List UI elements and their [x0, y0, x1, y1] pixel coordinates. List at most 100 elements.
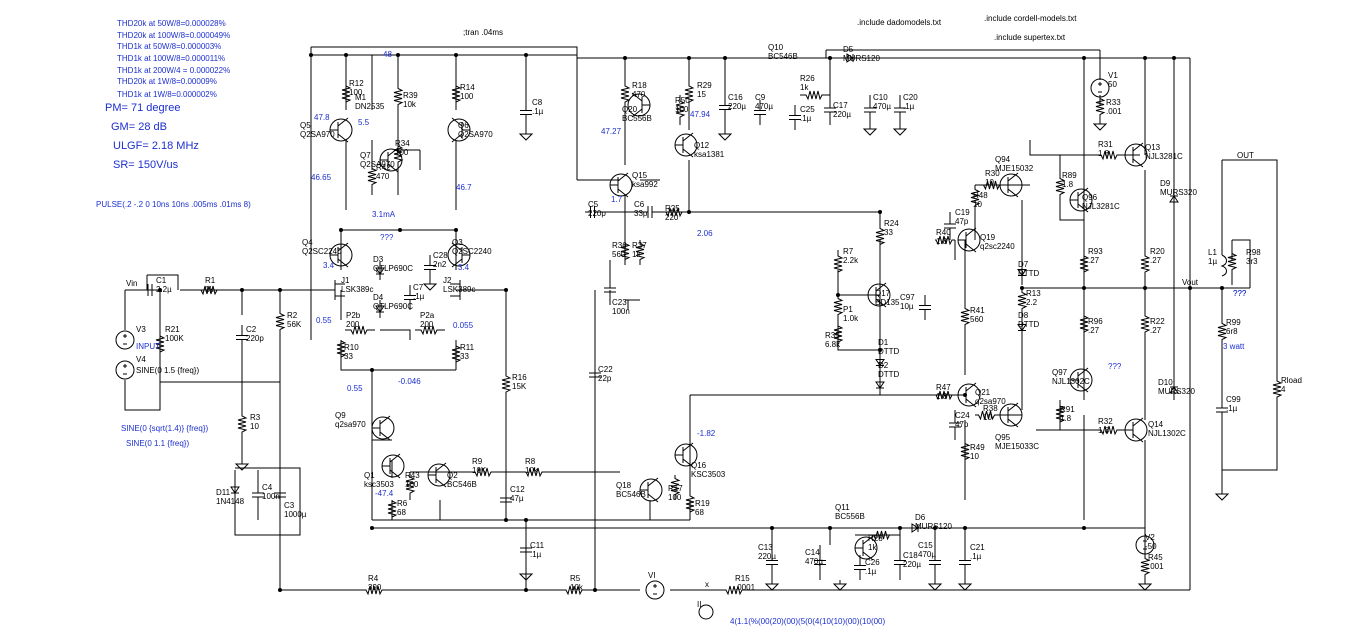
capacitor-c1	[140, 284, 160, 296]
value-r39: 10k	[403, 100, 417, 109]
ref-d2: D2	[878, 361, 889, 370]
ref-q1: Q1	[364, 471, 375, 480]
resistor-r15	[720, 585, 750, 596]
value-r34: 100	[395, 148, 409, 157]
resistor-r1	[185, 285, 235, 296]
value-c6: 33p	[634, 209, 648, 218]
ref-r50: R50	[675, 96, 690, 105]
value-c8: .1µ	[532, 107, 544, 116]
value-r22: .27	[1150, 326, 1162, 335]
sine-directive-1: SINE(0 {sqrt(1.4)} {freq})	[121, 424, 209, 433]
capacitor-c25	[789, 105, 801, 130]
capacitor-c97	[919, 295, 931, 320]
transistor-q5	[330, 117, 349, 143]
capacitor-c9	[754, 100, 766, 125]
ref-c2: C2	[246, 325, 257, 334]
value-q18: BC546B	[616, 490, 646, 499]
ref-r17: R17	[668, 484, 683, 493]
transistor-q7	[380, 147, 399, 173]
ref-r6: R6	[397, 499, 408, 508]
node-voltage: 2.06	[697, 229, 713, 238]
diode-d11	[230, 470, 240, 510]
capacitor-c7	[404, 285, 416, 310]
junction-dot	[278, 588, 282, 592]
junction-dot	[723, 56, 727, 60]
ref-r36: R36	[612, 241, 627, 250]
value-d3: QTLP690C	[373, 264, 413, 273]
wire	[311, 46, 578, 180]
resistor-r48	[970, 185, 981, 212]
ref-p2a: P2a	[420, 311, 435, 320]
value-r5: 10k	[570, 583, 584, 592]
resistor-r19	[685, 490, 696, 520]
ref-d4: D4	[373, 293, 384, 302]
ref-q4: Q4	[302, 238, 313, 247]
transistor-body-q2	[427, 463, 451, 487]
value-l1: 1µ	[1208, 257, 1217, 266]
capacitor-c14	[814, 545, 826, 580]
resistor-r40	[935, 235, 955, 246]
value-q16: KSC3503	[691, 470, 726, 479]
resistor-r39	[393, 85, 404, 110]
transistor-body-q96	[1069, 188, 1093, 212]
thd-note-5: THD1k at 200W/4 = 0.000022%	[117, 66, 231, 75]
ref-r98: R98	[1246, 248, 1261, 257]
junction-dot	[1082, 56, 1086, 60]
value-d11: 1N4148	[216, 497, 245, 506]
resistor-r36	[620, 240, 631, 265]
capacitor-c11	[520, 530, 532, 570]
value-d1: DTTD	[878, 347, 900, 356]
resistor-r99	[1217, 320, 1228, 345]
junction-dot	[593, 588, 597, 592]
ref-d10: D10	[1158, 378, 1173, 387]
value-r2: 56K	[287, 320, 302, 329]
junction-dot	[836, 293, 840, 297]
ref-q14: Q14	[1148, 420, 1164, 429]
resistor-r9	[468, 467, 500, 478]
value-r29: 15	[697, 90, 706, 99]
ref-r28: R28	[868, 534, 883, 543]
ref-r45: R45	[1148, 553, 1163, 562]
resistor-p2a	[415, 325, 445, 336]
resistor-r16	[501, 370, 512, 400]
thd-note-6: THD20k at 1W/8=0.00009%	[117, 77, 217, 86]
transistor-body-q13	[1124, 143, 1148, 167]
ref-c12: C12	[510, 485, 525, 494]
wire	[147, 274, 179, 290]
value-r42: 470	[376, 172, 390, 181]
thd-note-3: THD1k at 50W/8=0.000003%	[117, 42, 222, 51]
transistor-q95	[1000, 402, 1019, 428]
capacitor-c20	[894, 95, 906, 125]
ref-c17: C17	[833, 101, 848, 110]
value-r33: .001	[1106, 107, 1122, 116]
thd-note-1: THD20k at 50W/8=0.000028%	[117, 19, 226, 28]
gain-margin: GM= 28 dB	[111, 121, 167, 133]
diode-d5	[834, 53, 866, 63]
ref-q16: Q16	[691, 461, 707, 470]
resistor-p1	[833, 295, 844, 320]
resistor-r7	[833, 250, 844, 280]
junction-dot	[158, 288, 162, 292]
resistor-rload	[1272, 370, 1283, 410]
wire	[1029, 140, 1060, 156]
ref-rload: Rload	[1281, 376, 1302, 385]
node-voltage: -1.82	[697, 429, 716, 438]
wire	[1222, 159, 1278, 370]
resistor-r32	[1100, 425, 1120, 436]
junction-dot	[623, 56, 627, 60]
node-voltage: ???	[1108, 362, 1122, 371]
tran-directive: ;tran .04ms	[463, 28, 504, 37]
resistor-r13	[1017, 288, 1028, 315]
junction-dot	[1143, 56, 1147, 60]
ref-c7: C7	[413, 283, 424, 292]
value-c9: 470µ	[755, 102, 773, 111]
transistor-q18	[640, 477, 659, 503]
junction-dot	[524, 518, 528, 522]
ref-q10: Q10	[768, 43, 784, 52]
junction-dot	[1082, 526, 1086, 530]
ref-j2: J2	[443, 276, 452, 285]
ref-c9: C9	[755, 93, 766, 102]
junction-dot	[687, 210, 691, 214]
value-r28: 1k	[868, 543, 877, 552]
ref-r89: R89	[1062, 171, 1077, 180]
